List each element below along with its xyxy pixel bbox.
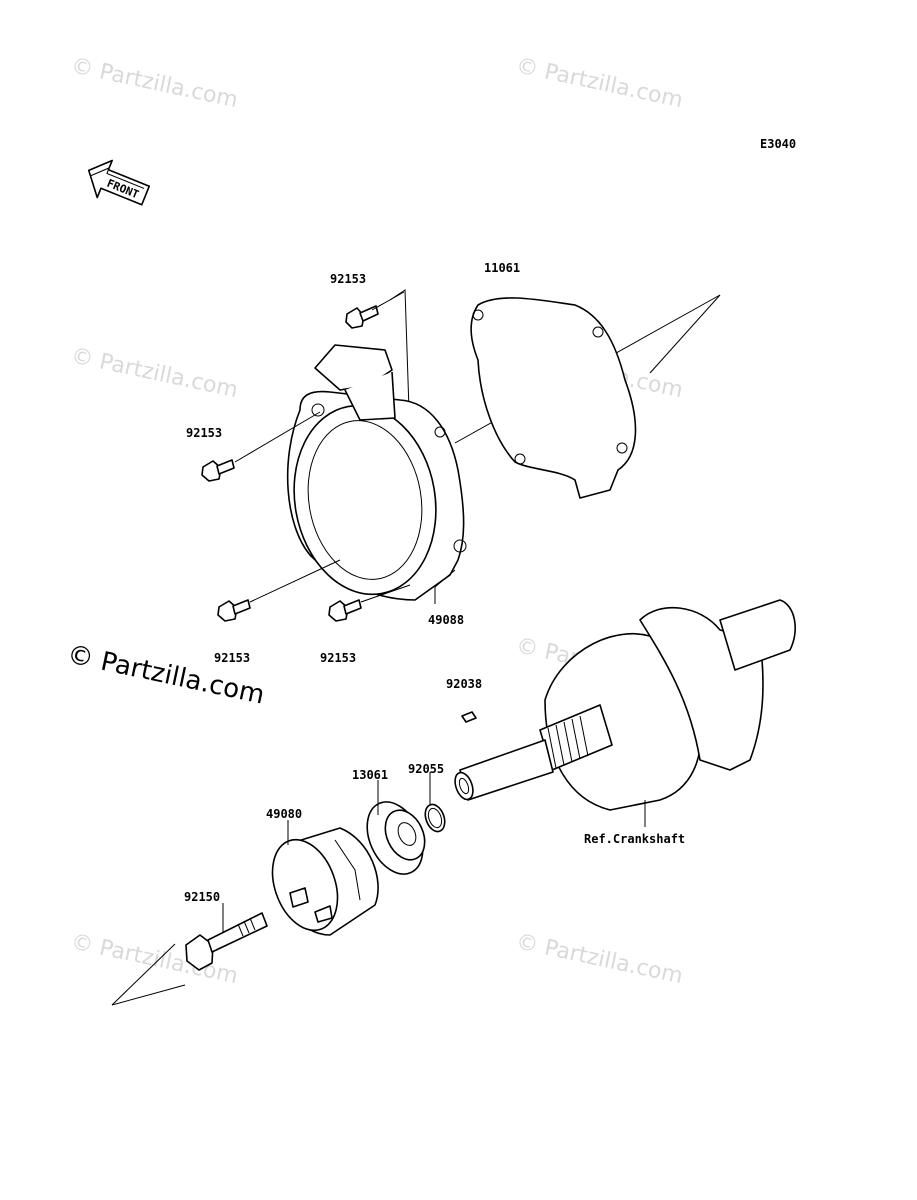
watermark: © Partzilla.com (69, 53, 240, 113)
watermark: © Partzilla.com (514, 53, 685, 113)
bolt-icon (345, 305, 379, 329)
bolt-icon (201, 459, 235, 482)
label-bolt-left: 92153 (186, 426, 222, 440)
label-bolt-top: 92153 (330, 272, 366, 286)
label-bolt-bottom-left: 92153 (214, 651, 250, 665)
gasket (470, 297, 637, 499)
watermark: © Partzilla.com (69, 343, 240, 403)
watermark: © Partzilla.com (514, 929, 685, 989)
diagram-code: E3040 (760, 137, 796, 151)
front-arrow-icon: FRONT (87, 159, 151, 206)
flange-icon (366, 801, 426, 875)
label-cover: 49088 (428, 613, 464, 627)
label-bolt-pulley: 92150 (184, 890, 220, 904)
crankshaft (454, 599, 796, 811)
bolt-pulley-icon (185, 912, 268, 971)
label-pulley: 49080 (266, 807, 302, 821)
oring-icon (424, 803, 446, 833)
label-key: 92038 (446, 677, 482, 691)
bolt-icon (217, 599, 251, 622)
label-gasket: 11061 (484, 261, 520, 275)
key-icon (461, 711, 477, 723)
pulley-icon (271, 827, 379, 936)
label-oring: 92055 (408, 762, 444, 776)
bolt-icon (328, 599, 362, 622)
part-labels: 92153 11061 92153 49088 92153 92153 9203… (184, 261, 685, 904)
recoil-cover (286, 344, 467, 601)
label-crankshaft-ref: Ref.Crankshaft (584, 832, 685, 846)
label-flange: 13061 (352, 768, 388, 782)
label-bolt-bottom-mid: 92153 (320, 651, 356, 665)
